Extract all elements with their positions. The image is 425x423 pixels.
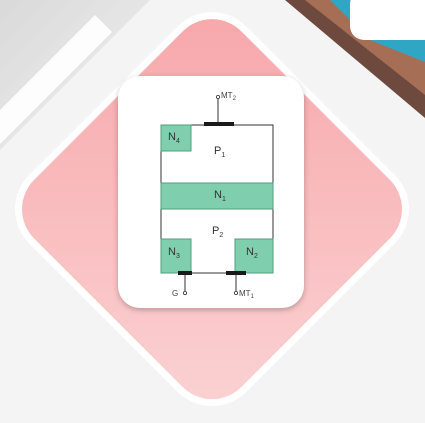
gate-label-text: G — [172, 289, 179, 298]
n4-label-sub: 4 — [175, 138, 180, 145]
n3-label-text: N — [168, 246, 176, 258]
n2-region — [234, 238, 274, 274]
p2-label-text: P — [212, 225, 220, 237]
n4-label: N4 — [168, 132, 180, 147]
gate-electrode — [178, 271, 192, 275]
grey-tile-band — [0, 0, 150, 150]
mt2-electrode — [204, 122, 234, 126]
p1-label: P1 — [214, 146, 225, 161]
p2-label-sub: 2 — [219, 232, 224, 239]
grey-tile-band-2 — [0, 15, 112, 144]
n2-label-text: N — [246, 246, 254, 258]
p1-label-text: P — [214, 145, 222, 157]
diagram-card: MT2 G MT1 N4 P1 N1 P2 N3 N2 — [118, 76, 304, 308]
triac-structure-diagram — [160, 94, 274, 295]
p2-label: P2 — [212, 226, 223, 241]
n1-layer — [160, 182, 274, 210]
mt1-label: MT1 — [239, 290, 254, 301]
n4-label-text: N — [168, 131, 176, 143]
n2-label-sub: 2 — [253, 253, 258, 260]
n3-label-sub: 3 — [175, 253, 180, 260]
gate-terminal-dot — [183, 290, 188, 295]
mt1-label-text: MT — [239, 289, 251, 298]
n1-label: N1 — [214, 190, 226, 205]
mt2-label-sub: 2 — [232, 96, 236, 102]
white-tile-corner — [350, 0, 425, 40]
mt1-terminal-dot — [234, 290, 239, 295]
mt1-label-sub: 1 — [250, 294, 254, 300]
mt1-electrode — [226, 271, 246, 275]
n1-label-text: N — [214, 189, 222, 201]
mt2-terminal-dot — [216, 94, 221, 99]
n4-region — [160, 124, 192, 152]
n3-label: N3 — [168, 247, 180, 262]
n1-label-sub: 1 — [221, 196, 226, 203]
p1-label-sub: 1 — [221, 152, 226, 159]
n2-label: N2 — [246, 247, 258, 262]
n3-region — [160, 238, 192, 274]
gate-label: G — [172, 290, 178, 298]
mt2-label: MT2 — [221, 92, 236, 103]
mt2-label-text: MT — [221, 91, 233, 100]
